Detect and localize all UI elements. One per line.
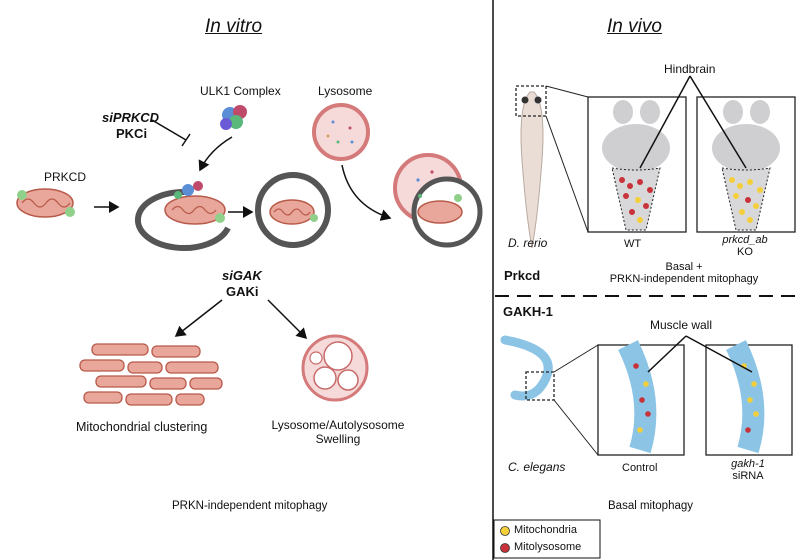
arrow-clustering xyxy=(174,299,223,337)
gakh1-section-label: GAKH-1 xyxy=(503,304,553,319)
ulk1-complex-label: ULK1 Complex xyxy=(200,84,281,98)
control-dots xyxy=(633,363,651,433)
muscle-wall-label: Muscle wall xyxy=(650,318,713,332)
c-elegans-worm xyxy=(500,335,553,401)
swollen-lysosome xyxy=(301,334,369,402)
legend-mitolysosome-label: Mitolysosome xyxy=(514,541,582,553)
prkcd-ab-label: prkcd_ab xyxy=(722,234,768,246)
zoom-box-fish xyxy=(515,85,547,117)
d-rerio-label: D. rerio xyxy=(508,236,548,250)
lysosome-label: Lysosome xyxy=(318,84,373,98)
basal-prkn-label: Basal + PRKN-independent mitophagy xyxy=(594,261,774,285)
autolysosome xyxy=(393,153,483,248)
prkcd-section-label: Prkcd xyxy=(504,268,541,283)
basal-plus-text: Basal + xyxy=(665,261,703,273)
zebrafish xyxy=(520,91,544,249)
mitochondrial-cluster xyxy=(79,343,223,406)
zoom-box-worm xyxy=(525,371,555,401)
legend-swatch-mitochondria xyxy=(500,526,510,536)
arrow-ulk1 xyxy=(198,136,233,172)
arrow-swelling xyxy=(267,299,308,340)
ko-text: KO xyxy=(737,246,753,258)
in-vitro-footer: PRKN-independent mitophagy xyxy=(172,500,328,512)
mitochondrion-prkcd xyxy=(16,188,75,218)
in-vitro-title: In vitro xyxy=(205,16,263,37)
control-label: Control xyxy=(622,462,658,474)
sigak-label: siGAK xyxy=(222,268,262,283)
gakh1-gene-text: gakh-1 xyxy=(731,458,765,470)
legend-swatch-mitolysosome xyxy=(500,543,510,553)
muscle-wall-pointer-control xyxy=(647,335,687,373)
lyso-swelling-label: Lysosome/Autolysosome Swelling xyxy=(268,418,408,446)
hindbrain-label: Hindbrain xyxy=(664,62,716,76)
phagophore xyxy=(134,181,231,251)
siprkcd-label: siPRKCD xyxy=(102,110,160,125)
inhibition-line xyxy=(151,119,187,141)
gaki-label: GAKi xyxy=(226,284,259,299)
sirna-dots xyxy=(741,363,759,433)
prkcd-label: PRKCD xyxy=(44,170,87,184)
mito-clustering-label: Mitochondrial clustering xyxy=(76,420,208,434)
c-elegans-label: C. elegans xyxy=(508,460,566,474)
in-vivo-title: In vivo xyxy=(607,16,662,37)
lyso-swelling-line-2: Swelling xyxy=(315,432,361,446)
wt-mitolysosomes xyxy=(619,177,653,223)
ko-label: prkcd_ab KO xyxy=(710,234,780,258)
muscle-wall-pointer-sirna xyxy=(685,335,753,373)
hindbrain-pointer-ko xyxy=(689,75,747,169)
prkn-independent-text: PRKN-independent mitophagy xyxy=(609,273,759,285)
legend-box xyxy=(493,519,601,559)
pkci-label: PKCi xyxy=(116,126,148,141)
lyso-swelling-line-1: Lysosome/Autolysosome xyxy=(271,418,405,432)
sirna-label: gakh-1 siRNA xyxy=(718,458,778,482)
arrow-fusion xyxy=(341,164,392,221)
lysosome xyxy=(312,103,370,161)
ulk1-complex-icon xyxy=(220,105,247,130)
legend-mitochondria-label: Mitochondria xyxy=(514,524,577,536)
in-vivo-footer: Basal mitophagy xyxy=(608,500,694,512)
autophagosome xyxy=(255,172,331,248)
wt-label: WT xyxy=(624,238,642,250)
ko-mitochondria xyxy=(729,177,763,223)
hindbrain-pointer-wt xyxy=(639,75,691,169)
sirna-text: siRNA xyxy=(732,470,764,482)
